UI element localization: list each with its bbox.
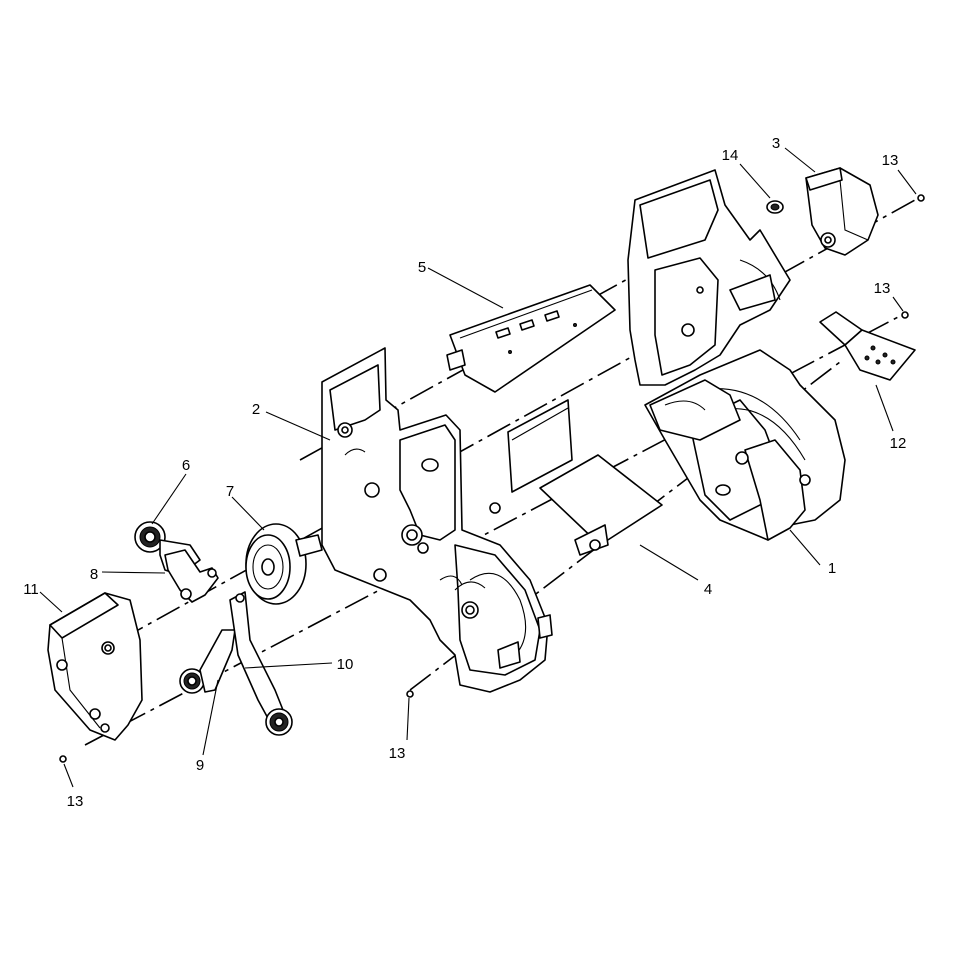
callout-4: 4 <box>704 581 712 598</box>
part-8-lever <box>164 549 219 603</box>
part-5-shield-plate <box>446 284 616 393</box>
callout-9: 9 <box>196 757 204 774</box>
callout-14: 14 <box>722 147 739 164</box>
callout-13-left: 13 <box>67 793 84 810</box>
part-2-side-frame <box>321 347 553 693</box>
callout-3: 3 <box>772 135 780 152</box>
part-9-gear-arm <box>179 629 236 694</box>
part-14-small-gear <box>766 200 784 214</box>
callout-13-bottom: 13 <box>389 745 406 762</box>
part-12-bracket <box>819 311 916 381</box>
part-7-gear-wheel <box>245 523 323 605</box>
part-3-right-cover <box>805 167 879 256</box>
leader-lines <box>39 147 917 788</box>
callout-10: 10 <box>337 656 354 673</box>
callout-6: 6 <box>182 457 190 474</box>
part-10-long-lever <box>229 591 293 736</box>
part-13-screws <box>59 194 925 763</box>
upper-frame-tower <box>627 169 791 386</box>
callout-11: 11 <box>23 581 39 598</box>
part-11-end-cover <box>47 592 143 741</box>
callout-1: 1 <box>828 560 836 577</box>
callout-5: 5 <box>418 259 426 276</box>
callout-labels: 1 2 3 4 5 6 7 8 9 10 11 12 13 13 13 13 1… <box>23 135 906 810</box>
callout-2: 2 <box>252 401 260 418</box>
callout-13-top: 13 <box>882 152 899 169</box>
callout-12: 12 <box>890 435 907 452</box>
callout-13-right: 13 <box>874 280 891 297</box>
part-4-guide-plate <box>489 399 663 556</box>
part-1-main-housing <box>644 349 846 541</box>
callout-7: 7 <box>226 483 234 500</box>
callout-8: 8 <box>90 566 98 583</box>
